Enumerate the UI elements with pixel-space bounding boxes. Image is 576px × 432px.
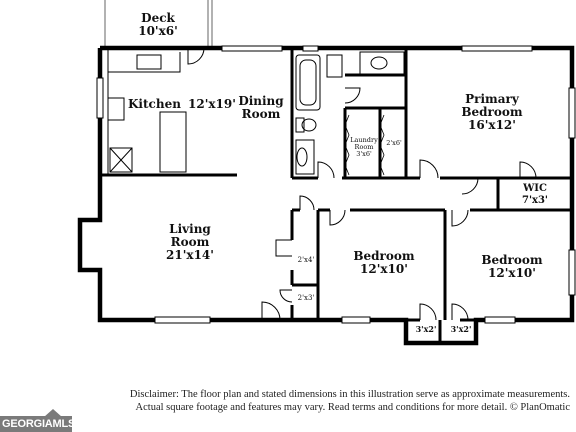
living-dims: 21'x14'	[166, 248, 214, 262]
living-label-1: Living	[169, 222, 211, 236]
closet1-dims: 2'x4'	[298, 256, 315, 264]
deck-label: Deck	[141, 11, 175, 25]
closet2-dims: 2'x3'	[298, 294, 315, 302]
closet4-dims: 3'x2'	[451, 324, 472, 334]
interior-walls	[100, 48, 572, 343]
wic-dims: 7'x3'	[522, 195, 548, 206]
door-swings	[187, 47, 537, 321]
roof-icon	[44, 409, 62, 417]
deck-outline	[104, 0, 213, 48]
living-label-2: Room	[171, 235, 210, 249]
bedroom3-label: Bedroom	[481, 253, 542, 267]
kitchen-fixtures	[107, 48, 187, 175]
hall-closet-dims: 2'x6'	[386, 139, 402, 147]
primary-label-2: Bedroom	[461, 105, 522, 119]
windows	[96, 45, 576, 324]
disclaimer-line-1: Disclaimer: The floor plan and stated di…	[129, 389, 570, 400]
laundry-label-2: Room	[355, 143, 374, 151]
brand-logo: GEORGIAMLS	[0, 409, 76, 432]
laundry-dims: 3'x6'	[356, 150, 372, 158]
laundry-label-1: Laundry	[350, 136, 378, 144]
bedroom2-dims: 12'x10'	[360, 262, 408, 276]
disclaimer: Disclaimer: The floor plan and stated di…	[90, 388, 570, 414]
closet-zigzag	[344, 114, 385, 176]
closet3-dims: 3'x2'	[416, 324, 437, 334]
primary-label-1: Primary	[465, 92, 520, 106]
deck-dims: 10'x6'	[138, 24, 178, 38]
disclaimer-line-2: Actual square footage and features may v…	[135, 402, 570, 413]
dining-label-2: Room	[242, 107, 281, 121]
dining-label-1: Dining	[238, 94, 284, 108]
primary-dims: 16'x12'	[468, 118, 516, 132]
wic-label: WIC	[522, 183, 547, 194]
bedroom2-label: Bedroom	[353, 249, 414, 263]
kitchen-label: Kitchen	[128, 97, 181, 111]
brand-logo-text: GEORGIAMLS	[2, 418, 76, 430]
bedroom3-dims: 12'x10'	[488, 266, 536, 280]
kitchen-dims: 12'x19'	[188, 97, 236, 111]
bathroom-fixtures	[295, 51, 405, 175]
